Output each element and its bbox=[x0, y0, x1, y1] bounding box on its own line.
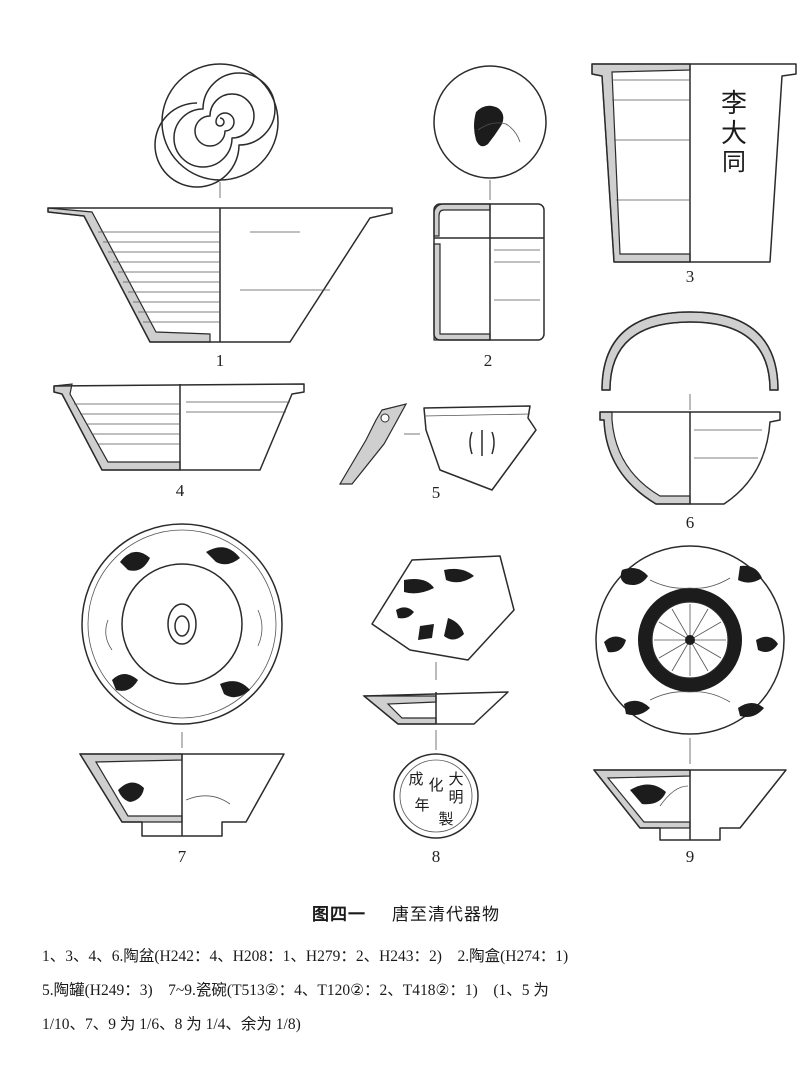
item-1-base-spiral bbox=[154, 72, 276, 188]
caption-line-1: 1、3、4、6.陶盆(H242：4、H208：1、H279：2、H243：2) … bbox=[42, 948, 569, 965]
item-9-number: 9 bbox=[686, 847, 695, 866]
figure-label: 图四一 bbox=[312, 905, 366, 925]
figure-title: 唐至清代器物 bbox=[392, 905, 500, 925]
item-9-porcelain-bowl: 9 bbox=[592, 545, 787, 866]
item-7-number: 7 bbox=[178, 847, 187, 866]
item-3-number: 3 bbox=[686, 267, 695, 286]
item-8-mark-6: 製 bbox=[438, 810, 453, 828]
item-8-mark-5: 年 bbox=[414, 796, 429, 814]
item-6-number: 6 bbox=[686, 513, 695, 532]
figure-plate: 1 2 李 大 同 3 4 bbox=[47, 63, 797, 866]
item-7-porcelain-bowl: 7 bbox=[78, 523, 285, 866]
caption-line-3: 1/10、7、9 为 1/6、8 为 1/4、余为 1/8) bbox=[42, 1016, 301, 1033]
item-4-number: 4 bbox=[176, 481, 185, 500]
item-8-mark-2: 明 bbox=[448, 788, 463, 806]
item-3-inscription-3: 同 bbox=[722, 148, 746, 176]
item-1-basin: 1 bbox=[47, 63, 393, 370]
item-3-inscription-1: 李 bbox=[721, 89, 747, 119]
item-2-box: 2 bbox=[433, 65, 547, 370]
item-8-mark-3: 成 bbox=[408, 770, 423, 788]
item-8-number: 8 bbox=[432, 847, 441, 866]
item-3-basin: 李 大 同 3 bbox=[591, 63, 797, 286]
item-1-number: 1 bbox=[216, 351, 225, 370]
figure-caption-title: 图四一 唐至清代器物 bbox=[0, 900, 812, 925]
item-5-jar-fragment: 5 bbox=[338, 403, 537, 502]
item-8-mark-4: 化 bbox=[428, 776, 443, 794]
item-3-inscription-2: 大 bbox=[721, 119, 747, 149]
item-6-bowl: 6 bbox=[599, 311, 781, 532]
item-5-number: 5 bbox=[432, 483, 441, 502]
item-8-mark-1: 大 bbox=[448, 770, 463, 788]
item-4-basin: 4 bbox=[53, 383, 305, 500]
caption-line-2: 5.陶罐(H249：3) 7~9.瓷碗(T513②：4、T120②：2、T418… bbox=[42, 982, 549, 999]
figure-caption-body: 1、3、4、6.陶盆(H242：4、H208：1、H279：2、H243：2) … bbox=[42, 940, 782, 1042]
item-8-porcelain-bowl: 大 明 成 化 年 製 8 bbox=[362, 555, 515, 866]
item-2-number: 2 bbox=[484, 351, 493, 370]
